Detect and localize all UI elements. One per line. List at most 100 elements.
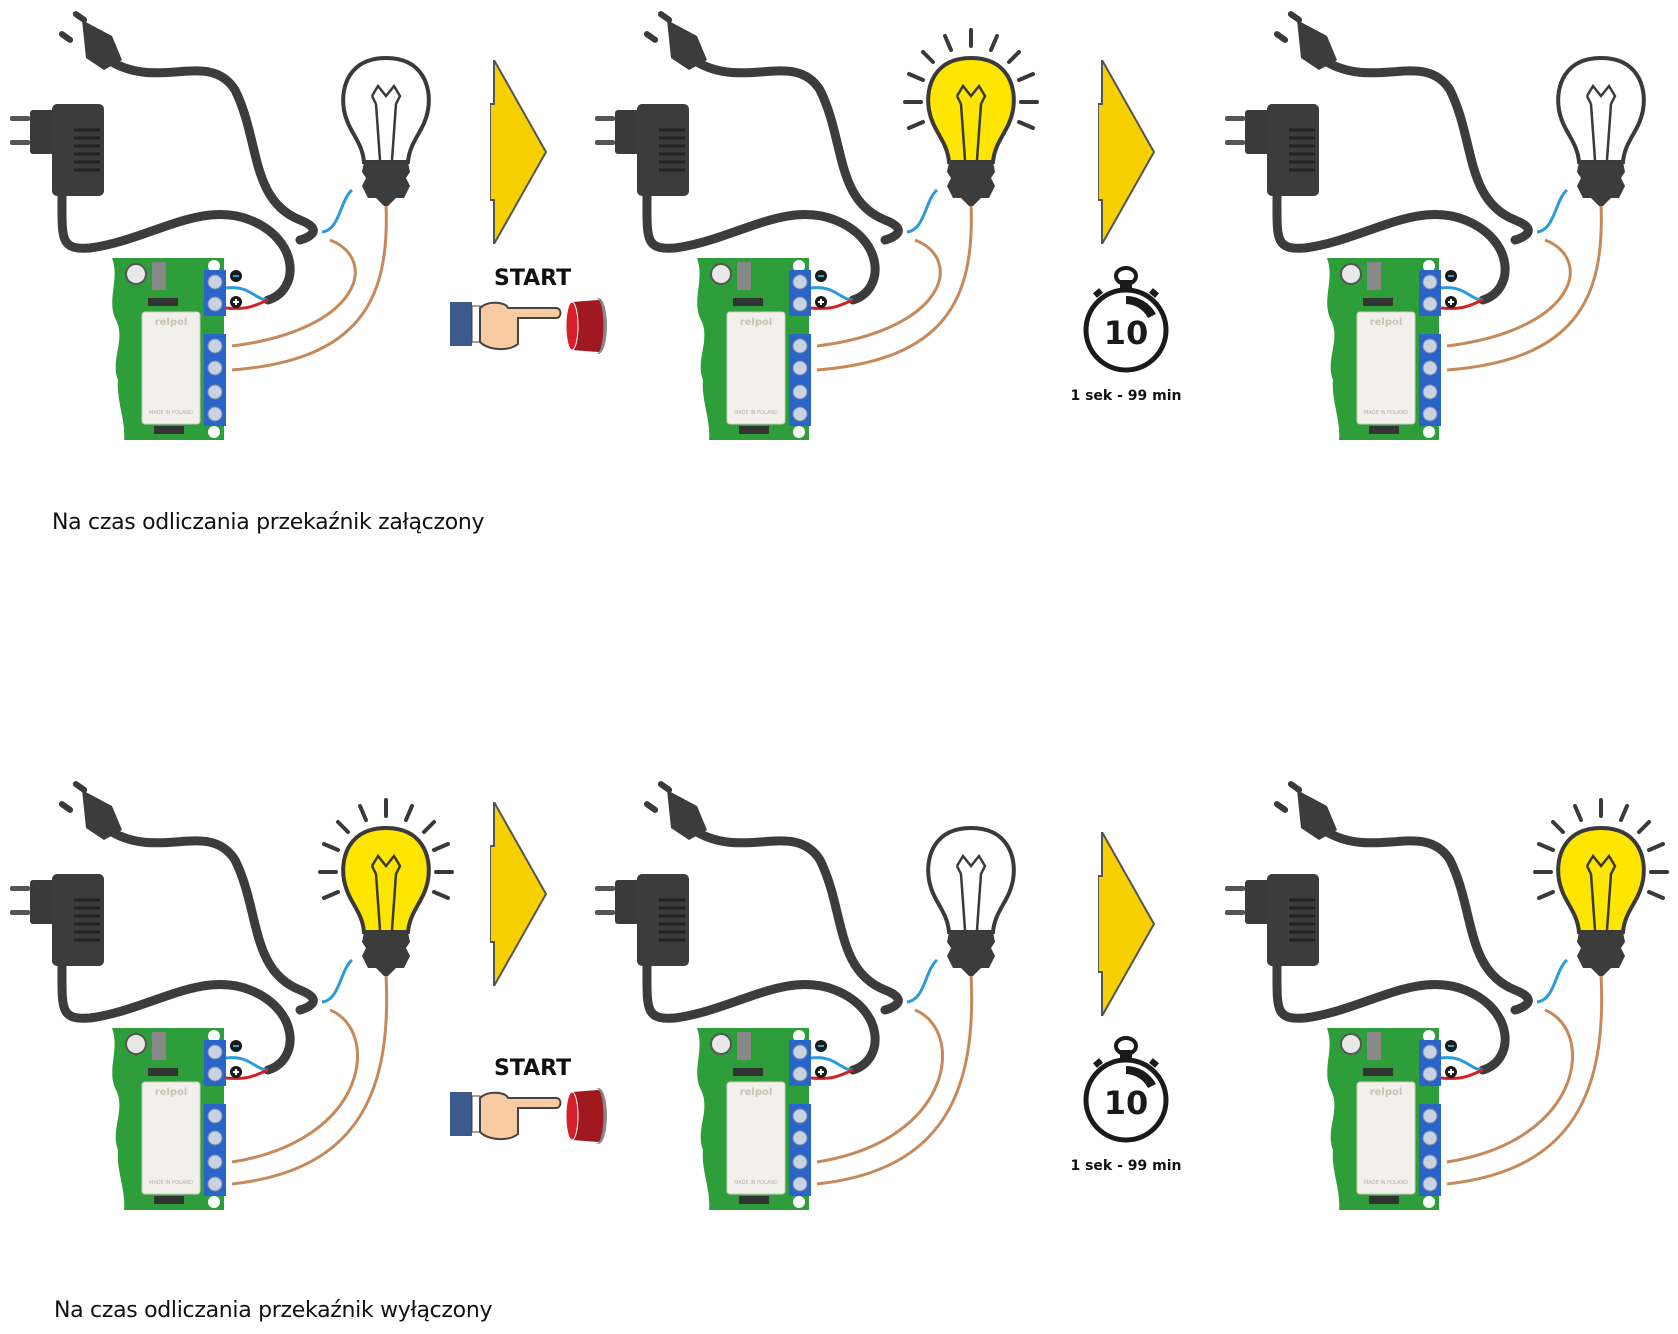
hand-icon [479, 1091, 562, 1140]
output-terminal-block [204, 334, 226, 426]
output-terminal-block [1419, 334, 1441, 426]
dc-cable [57, 961, 295, 1075]
power-adapter-icon [10, 104, 104, 196]
svg-text:MADE IN POLAND: MADE IN POLAND [734, 410, 778, 416]
terminal-screw [1422, 384, 1438, 400]
load-wire-2 [1446, 203, 1603, 372]
bulb-blue-wire [906, 958, 939, 1004]
svg-text:relpol: relpol [155, 317, 188, 328]
start-label: START [494, 1056, 572, 1081]
load-wire-2 [816, 203, 973, 372]
load-wire-1 [1446, 1008, 1574, 1164]
svg-text:MADE IN POLAND: MADE IN POLAND [149, 1180, 193, 1186]
terminal-screw [792, 1044, 808, 1060]
wiring-panel-graphic: relpol MADE IN POLAND [595, 11, 1039, 440]
power-adapter-icon [595, 104, 689, 196]
light-bulb-off-icon [341, 55, 431, 206]
terminal-screw [207, 1154, 223, 1170]
terminal-screw [207, 1108, 223, 1124]
terminal-screw [792, 384, 808, 400]
relay-module-pcb: relpol MADE IN POLAND [697, 1028, 827, 1210]
diode-d2 [1369, 1196, 1399, 1204]
start-label: START [494, 266, 572, 291]
timer-value: 10 [1104, 1084, 1149, 1122]
stage-finished-panel: relpol MADE IN POLAND [1215, 770, 1678, 1240]
terminal-screw [207, 406, 223, 422]
red-wire [225, 1068, 269, 1080]
output-terminal-block [1419, 1104, 1441, 1196]
hand-icon [479, 301, 562, 350]
capacitor [1340, 263, 1362, 285]
dc-cable [57, 191, 295, 305]
red-wire [810, 1068, 854, 1080]
timer-range-label: 1 sek - 99 min [1070, 388, 1182, 404]
wiring-panel-graphic: relpol MADE IN POLAND [1225, 11, 1646, 440]
light-bulb-on-icon [318, 798, 454, 976]
diode-d2 [154, 426, 184, 434]
svg-text:MADE IN POLAND: MADE IN POLAND [734, 1180, 778, 1186]
load-wire-2 [1446, 973, 1604, 1186]
capacitor [125, 1033, 147, 1055]
arrow-right-icon [490, 802, 548, 986]
terminal-screw [1422, 1176, 1438, 1192]
terminal-screw [1422, 338, 1438, 354]
terminal-screw [207, 384, 223, 400]
sleeve-icon [450, 1092, 472, 1136]
terminal-screw [792, 1176, 808, 1192]
red-wire [225, 298, 269, 310]
mains-cable [692, 827, 903, 1015]
diode-d1 [148, 1068, 178, 1076]
relay-component [1356, 311, 1416, 425]
timer-value: 10 [1104, 314, 1149, 352]
mains-cable [107, 57, 318, 245]
bulb-blue-wire [1536, 188, 1569, 234]
terminal-screw [207, 1066, 223, 1082]
diode-d2 [739, 426, 769, 434]
power-adapter-icon [595, 874, 689, 966]
arrow-right-icon [1098, 832, 1156, 1016]
arrow-right-icon [1098, 60, 1156, 244]
diagram-row-relay-off: relpol MADE IN POLAND START [0, 770, 1678, 1250]
output-terminal-block [789, 334, 811, 426]
terminal-screw [207, 1130, 223, 1146]
svg-text:relpol: relpol [740, 317, 773, 328]
svg-text:relpol: relpol [155, 1087, 188, 1098]
start-button-press-icon[interactable] [448, 294, 618, 358]
bulb-blue-wire [906, 188, 939, 234]
bulb-blue-wire [321, 188, 354, 234]
stage-idle-panel: relpol MADE IN POLAND [0, 770, 470, 1240]
mains-plug-icon [643, 781, 707, 840]
mains-cable [107, 827, 318, 1015]
capacitor [1340, 1033, 1362, 1055]
relay-component [141, 1081, 201, 1195]
terminal-screw [792, 1066, 808, 1082]
blue-wire [810, 286, 854, 302]
terminal-screw [792, 296, 808, 312]
capacitor [710, 263, 732, 285]
relay-module-pcb: relpol MADE IN POLAND [112, 1028, 242, 1210]
relay-module-pcb: relpol MADE IN POLAND [112, 258, 242, 440]
dc-cable [642, 191, 880, 305]
bulb-blue-wire [321, 958, 354, 1004]
timer-range-label: 1 sek - 99 min [1070, 1158, 1182, 1174]
start-button-press-icon[interactable] [448, 1084, 618, 1148]
output-terminal-block [789, 1104, 811, 1196]
power-adapter-icon [1225, 874, 1319, 966]
diode-d1 [148, 298, 178, 306]
bulb-blue-wire [1536, 958, 1569, 1004]
wiring-panel-graphic: relpol MADE IN POLAND [595, 781, 1016, 1210]
sleeve-icon [450, 302, 472, 346]
load-wire-1 [816, 238, 942, 348]
diode-d1 [1363, 298, 1393, 306]
diagram-row-relay-on: relpol MADE IN POLAND START [0, 0, 1678, 480]
load-wire-2 [231, 973, 389, 1186]
terminal-screw [207, 274, 223, 290]
diode-d1 [733, 298, 763, 306]
svg-text:MADE IN POLAND: MADE IN POLAND [149, 410, 193, 416]
light-bulb-on-icon [903, 28, 1039, 206]
svg-text:relpol: relpol [1370, 317, 1403, 328]
load-wire-1 [231, 238, 357, 348]
caption-relay-on: Na czas odliczania przekaźnik załączony [52, 510, 485, 535]
power-adapter-icon [1225, 104, 1319, 196]
dc-cable [1272, 961, 1510, 1075]
